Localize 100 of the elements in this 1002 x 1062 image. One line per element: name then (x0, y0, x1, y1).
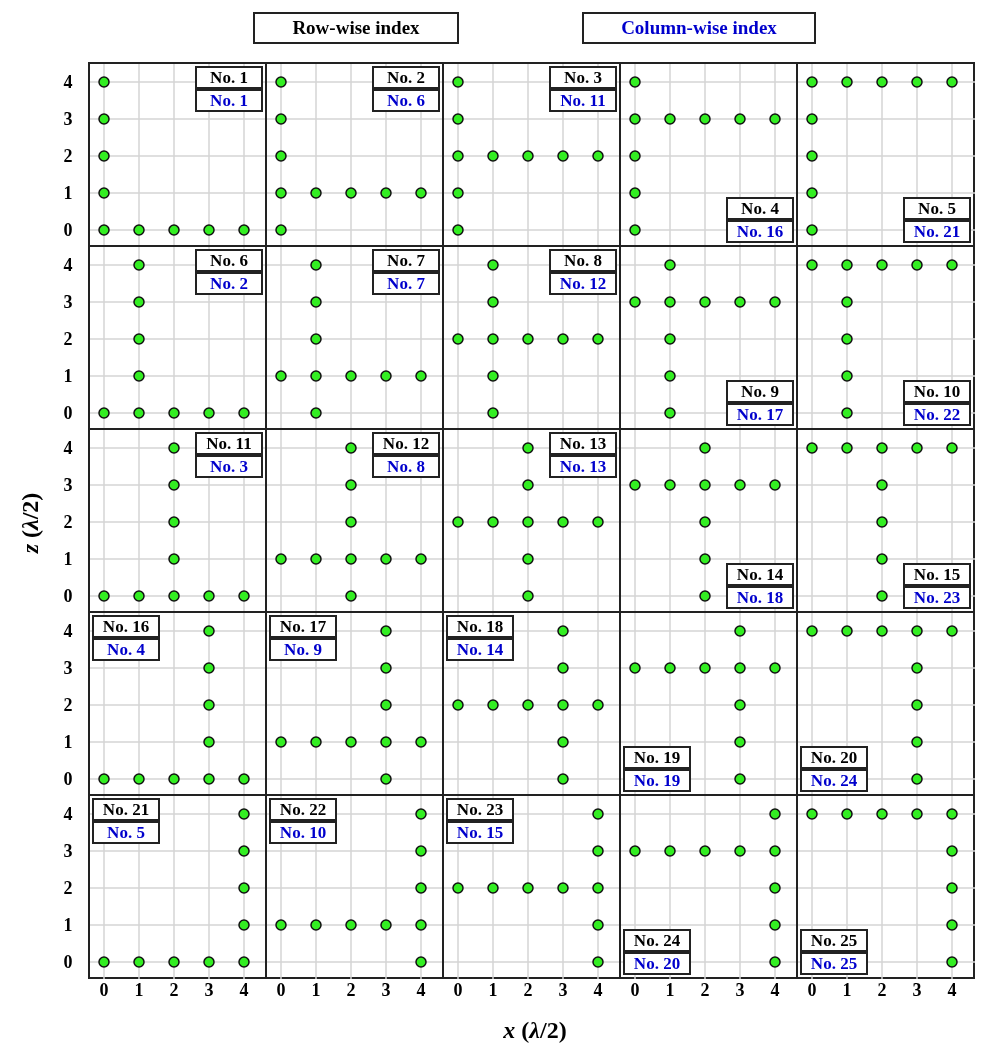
tick-label: 1 (487, 980, 499, 1000)
index-tag (372, 66, 440, 112)
row-index-label: No. 1 (195, 66, 263, 89)
tick-label: 0 (62, 769, 74, 789)
column-index-label: No. 11 (549, 89, 617, 112)
row-index-label: No. 7 (372, 249, 440, 272)
tick-label: 2 (62, 329, 74, 349)
tick-label: 0 (62, 220, 74, 240)
tick-label: 2 (168, 980, 180, 1000)
plot-panel (88, 611, 267, 796)
index-tag (372, 432, 440, 478)
plot-panel (442, 611, 621, 796)
tick-label: 0 (452, 980, 464, 1000)
column-index-label: No. 12 (549, 272, 617, 295)
index-tag (549, 249, 617, 295)
plot-panel (88, 428, 267, 613)
tick-label: 2 (876, 980, 888, 1000)
row-index-label: No. 13 (549, 432, 617, 455)
index-tag (446, 615, 514, 661)
index-tag (726, 197, 794, 243)
column-index-label: No. 1 (195, 89, 263, 112)
tick-label: 3 (380, 980, 392, 1000)
plot-panel (619, 794, 798, 979)
plot-panel (796, 428, 975, 613)
tick-label: 4 (946, 980, 958, 1000)
row-index-label: No. 3 (549, 66, 617, 89)
index-tag (92, 798, 160, 844)
index-tag (726, 380, 794, 426)
row-index-label: No. 14 (726, 563, 794, 586)
tick-label: 1 (841, 980, 853, 1000)
plot-panel (265, 62, 444, 247)
plot-panel (796, 62, 975, 247)
tick-label: 1 (664, 980, 676, 1000)
row-index-label: No. 6 (195, 249, 263, 272)
plot-panel (265, 611, 444, 796)
index-tag (92, 615, 160, 661)
axis-title: x (λ/2) (502, 1016, 568, 1045)
tick-label: 2 (62, 878, 74, 898)
column-index-label: No. 9 (269, 638, 337, 661)
tick-label: 4 (62, 72, 74, 92)
index-tag (195, 66, 263, 112)
tick-label: 0 (98, 980, 110, 1000)
tick-label: 1 (62, 549, 74, 569)
column-index-label: No. 25 (800, 952, 868, 975)
plot-panel (265, 428, 444, 613)
plot-panel (442, 428, 621, 613)
column-index-label: No. 23 (903, 586, 971, 609)
row-index-label: No. 16 (92, 615, 160, 638)
index-tag (623, 746, 691, 792)
column-index-label: No. 17 (726, 403, 794, 426)
tick-label: 4 (62, 255, 74, 275)
tick-label: 4 (62, 804, 74, 824)
index-tag (269, 615, 337, 661)
index-tag (195, 432, 263, 478)
tick-label: 2 (522, 980, 534, 1000)
row-index-label: No. 25 (800, 929, 868, 952)
tick-label: 1 (62, 732, 74, 752)
plot-panel (88, 794, 267, 979)
tick-label: 3 (62, 658, 74, 678)
tick-label: 2 (699, 980, 711, 1000)
column-index-label: No. 15 (446, 821, 514, 844)
row-index-label: No. 9 (726, 380, 794, 403)
plot-panel (442, 245, 621, 430)
row-index-label: No. 17 (269, 615, 337, 638)
tick-label: 2 (62, 512, 74, 532)
column-index-label: No. 20 (623, 952, 691, 975)
row-index-label: No. 22 (269, 798, 337, 821)
plot-panel (265, 794, 444, 979)
column-index-label: No. 10 (269, 821, 337, 844)
column-index-label: No. 2 (195, 272, 263, 295)
row-index-label: No. 20 (800, 746, 868, 769)
tick-label: 0 (62, 952, 74, 972)
tick-label: 1 (133, 980, 145, 1000)
index-tag (800, 746, 868, 792)
tick-label: 3 (203, 980, 215, 1000)
column-index-label: No. 7 (372, 272, 440, 295)
legend-box: Row-wise index (253, 12, 459, 44)
row-index-label: No. 23 (446, 798, 514, 821)
tick-label: 1 (62, 915, 74, 935)
plot-panel (619, 62, 798, 247)
tick-label: 2 (62, 146, 74, 166)
row-index-label: No. 8 (549, 249, 617, 272)
axis-title: z (λ/2) (16, 491, 44, 556)
column-index-label: No. 5 (92, 821, 160, 844)
row-index-label: No. 4 (726, 197, 794, 220)
index-tag (903, 197, 971, 243)
plot-panel (619, 428, 798, 613)
tick-label: 4 (62, 621, 74, 641)
column-index-label: No. 3 (195, 455, 263, 478)
index-tag (726, 563, 794, 609)
index-tag (903, 380, 971, 426)
plot-panel (796, 245, 975, 430)
plot-panel (619, 611, 798, 796)
row-index-label: No. 10 (903, 380, 971, 403)
column-index-label: No. 19 (623, 769, 691, 792)
column-index-label: No. 14 (446, 638, 514, 661)
column-index-label: No. 8 (372, 455, 440, 478)
tick-label: 1 (310, 980, 322, 1000)
column-index-label: No. 18 (726, 586, 794, 609)
column-index-label: No. 24 (800, 769, 868, 792)
